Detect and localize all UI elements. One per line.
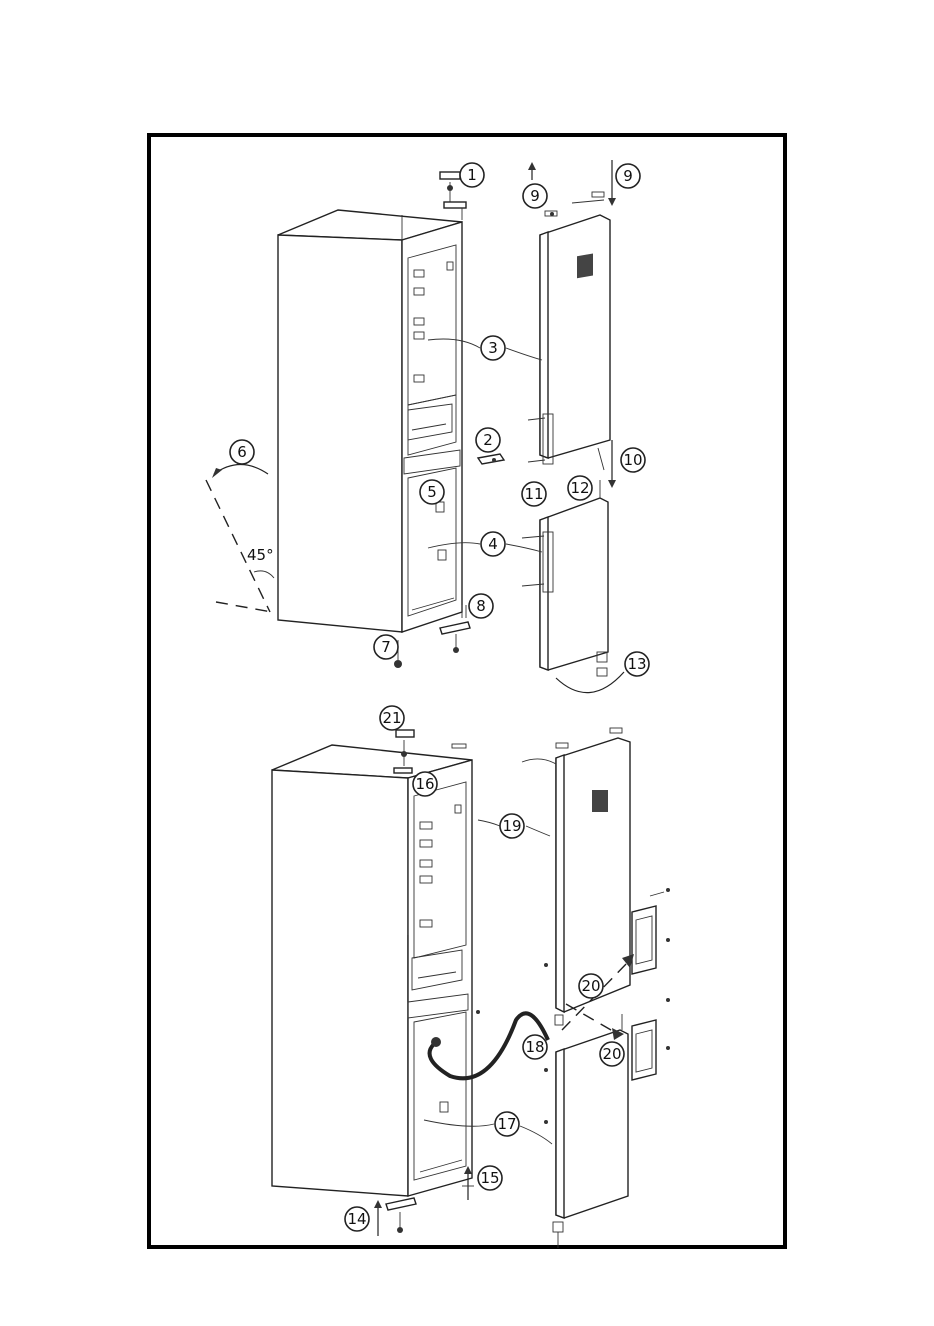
callout-4: 4 [481, 532, 505, 556]
callout-12: 12 [568, 476, 592, 500]
callout-13: 13 [625, 652, 649, 676]
callout-label: 19 [502, 817, 521, 835]
callout-1: 1 [460, 163, 484, 187]
callout-label: 5 [427, 483, 437, 501]
callout-5: 5 [420, 480, 444, 504]
callout-6: 6 [230, 440, 254, 464]
callout-label: 7 [381, 638, 391, 656]
callout-14: 14 [345, 1207, 369, 1231]
callout-label: 3 [488, 339, 498, 357]
callout-label: 20 [581, 977, 600, 995]
callout-17: 17 [495, 1112, 519, 1136]
middle-hinge [478, 454, 504, 464]
callout-label: 6 [237, 443, 247, 461]
callout-label: 18 [525, 1038, 544, 1056]
upper-door-bottom [522, 728, 630, 1025]
callout-8: 8 [469, 594, 493, 618]
callout-9: 9 [616, 164, 640, 188]
callout-label: 4 [488, 535, 498, 553]
callout-label: 15 [480, 1169, 499, 1187]
callout-label: 16 [415, 775, 434, 793]
callout-label: 1 [467, 166, 477, 184]
callout-2: 2 [476, 428, 500, 452]
upper-door-top [528, 192, 610, 464]
callout-18: 18 [523, 1035, 547, 1059]
callout-11: 11 [522, 482, 546, 506]
callout-10: 10 [621, 448, 645, 472]
callout-label: 9 [623, 167, 633, 185]
callout-label: 13 [627, 655, 646, 673]
callout-7: 7 [374, 635, 398, 659]
callout-label: 10 [623, 451, 642, 469]
callout-label: 21 [382, 709, 401, 727]
angle-label: 45° [247, 546, 274, 564]
handles [632, 888, 670, 1080]
fridge-cabinet-top [278, 210, 462, 632]
fridge-cabinet-bottom [272, 745, 472, 1196]
callout-label: 17 [497, 1115, 516, 1133]
callout-label: 8 [476, 597, 486, 615]
callout-15: 15 [478, 1166, 502, 1190]
callout-label: 11 [524, 485, 543, 503]
tilt-indicator: 45° [206, 465, 274, 613]
callout-20: 20 [579, 974, 603, 998]
callout-3: 3 [481, 336, 505, 360]
callout-label: 12 [570, 479, 589, 497]
callout-16: 16 [413, 772, 437, 796]
callout-label: 2 [483, 431, 493, 449]
callout-21: 21 [380, 706, 404, 730]
callout-9: 9 [523, 184, 547, 208]
callout-label: 20 [602, 1045, 621, 1063]
callout-label: 14 [347, 1210, 366, 1228]
callout-20: 20 [600, 1042, 624, 1066]
callout-label: 9 [530, 187, 540, 205]
callout-19: 19 [500, 814, 524, 838]
